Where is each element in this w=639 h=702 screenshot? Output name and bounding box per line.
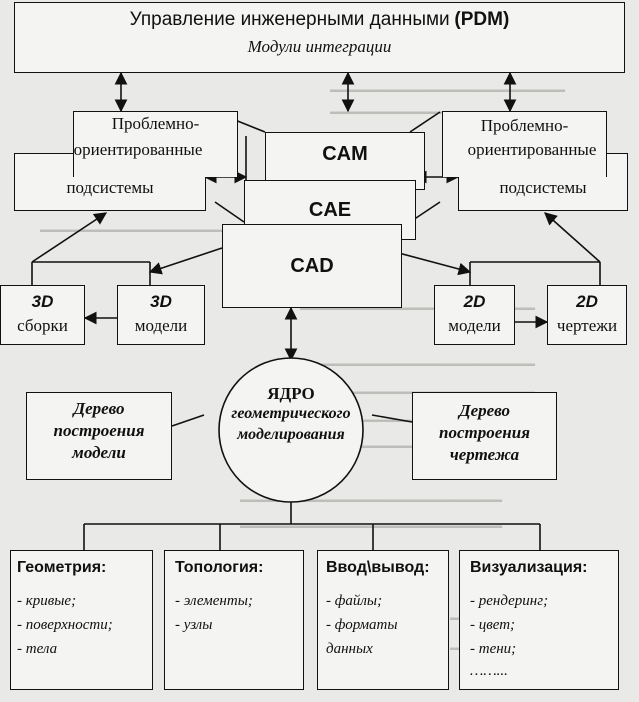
left-subsystem-line3: подсистемы bbox=[66, 178, 154, 197]
3d-assembly-bottom: сборки bbox=[17, 316, 68, 335]
tree-model-line1: Дерево bbox=[73, 399, 125, 418]
core-line1: ЯДРО bbox=[267, 384, 315, 403]
left-subsystem-box-front bbox=[73, 111, 238, 177]
visual-box: Визуализация: - рендеринг; - цвет; - тен… bbox=[459, 550, 619, 690]
2d-drawing-bottom: чертежи bbox=[556, 316, 618, 335]
visual-item: - тени; bbox=[470, 641, 517, 657]
io-item: - файлы; bbox=[326, 593, 383, 609]
3d-assembly-box: 3D сборки bbox=[0, 285, 85, 345]
io-item: - форматы bbox=[326, 617, 398, 633]
tree-drawing-line2: построения bbox=[439, 423, 530, 442]
cad-box: CAD bbox=[222, 224, 402, 308]
3d-assembly-top: 3D bbox=[31, 292, 54, 311]
left-subsystem-line2: ориентированные bbox=[73, 140, 203, 159]
topology-box: Топология: - элементы; - узлы bbox=[164, 550, 304, 690]
right-subsystem-line1: Проблемно- bbox=[480, 116, 569, 135]
io-box: Ввод\вывод: - файлы; - форматы данных bbox=[317, 550, 449, 690]
topology-title: Топология: bbox=[175, 559, 264, 576]
right-subsystem-line2: ориентированные bbox=[467, 140, 597, 159]
2d-model-box: 2D модели bbox=[434, 285, 515, 345]
pdm-subtitle: Модули интеграции bbox=[247, 37, 392, 56]
right-subsystem-line3: подсистемы bbox=[499, 178, 587, 197]
2d-model-top: 2D bbox=[463, 292, 486, 311]
2d-model-bottom: модели bbox=[448, 316, 501, 335]
geometry-item: - тела bbox=[17, 641, 58, 657]
3d-model-box: 3D модели bbox=[117, 285, 205, 345]
tree-drawing-line3: чертежа bbox=[449, 445, 520, 464]
cae-label: CAE bbox=[308, 199, 352, 221]
right-subsystem-box-front bbox=[442, 111, 607, 177]
pdm-title: Управление инженерными данными (PDM) bbox=[129, 9, 510, 30]
3d-model-top: 3D bbox=[150, 292, 172, 311]
3d-model-bottom: модели bbox=[134, 316, 188, 335]
tree-model-line2: построения bbox=[53, 421, 145, 440]
geometry-box: Геометрия: - кривые; - поверхности; - те… bbox=[10, 550, 153, 690]
core-line3: моделирования bbox=[237, 426, 345, 443]
io-item: данных bbox=[326, 641, 373, 657]
visual-item: - рендеринг; bbox=[470, 593, 549, 609]
left-subsystem-line1: Проблемно- bbox=[111, 114, 200, 133]
topology-item: - элементы; bbox=[175, 593, 253, 609]
pdm-header-box: Управление инженерными данными (PDM) Мод… bbox=[14, 2, 625, 73]
visual-title: Визуализация: bbox=[470, 559, 588, 576]
core-circle bbox=[218, 357, 364, 503]
tree-model-box: Дерево построения модели bbox=[26, 392, 172, 480]
topology-item: - узлы bbox=[175, 617, 213, 633]
core-line2: геометрического bbox=[231, 405, 351, 422]
geometry-item: - кривые; bbox=[17, 593, 77, 609]
geometry-item: - поверхности; bbox=[17, 617, 113, 633]
cad-label: CAD bbox=[290, 255, 334, 277]
io-title: Ввод\вывод: bbox=[326, 559, 430, 576]
visual-item: - цвет; bbox=[470, 617, 516, 633]
tree-drawing-box: Дерево построения чертежа bbox=[412, 392, 557, 480]
tree-drawing-line1: Дерево bbox=[458, 401, 511, 420]
visual-item: ……... bbox=[470, 663, 508, 679]
cam-label: CAM bbox=[322, 143, 368, 165]
2d-drawing-box: 2D чертежи bbox=[547, 285, 627, 345]
2d-drawing-top: 2D bbox=[576, 292, 598, 311]
tree-model-line3: модели bbox=[72, 443, 126, 462]
geometry-title: Геометрия: bbox=[17, 559, 107, 576]
